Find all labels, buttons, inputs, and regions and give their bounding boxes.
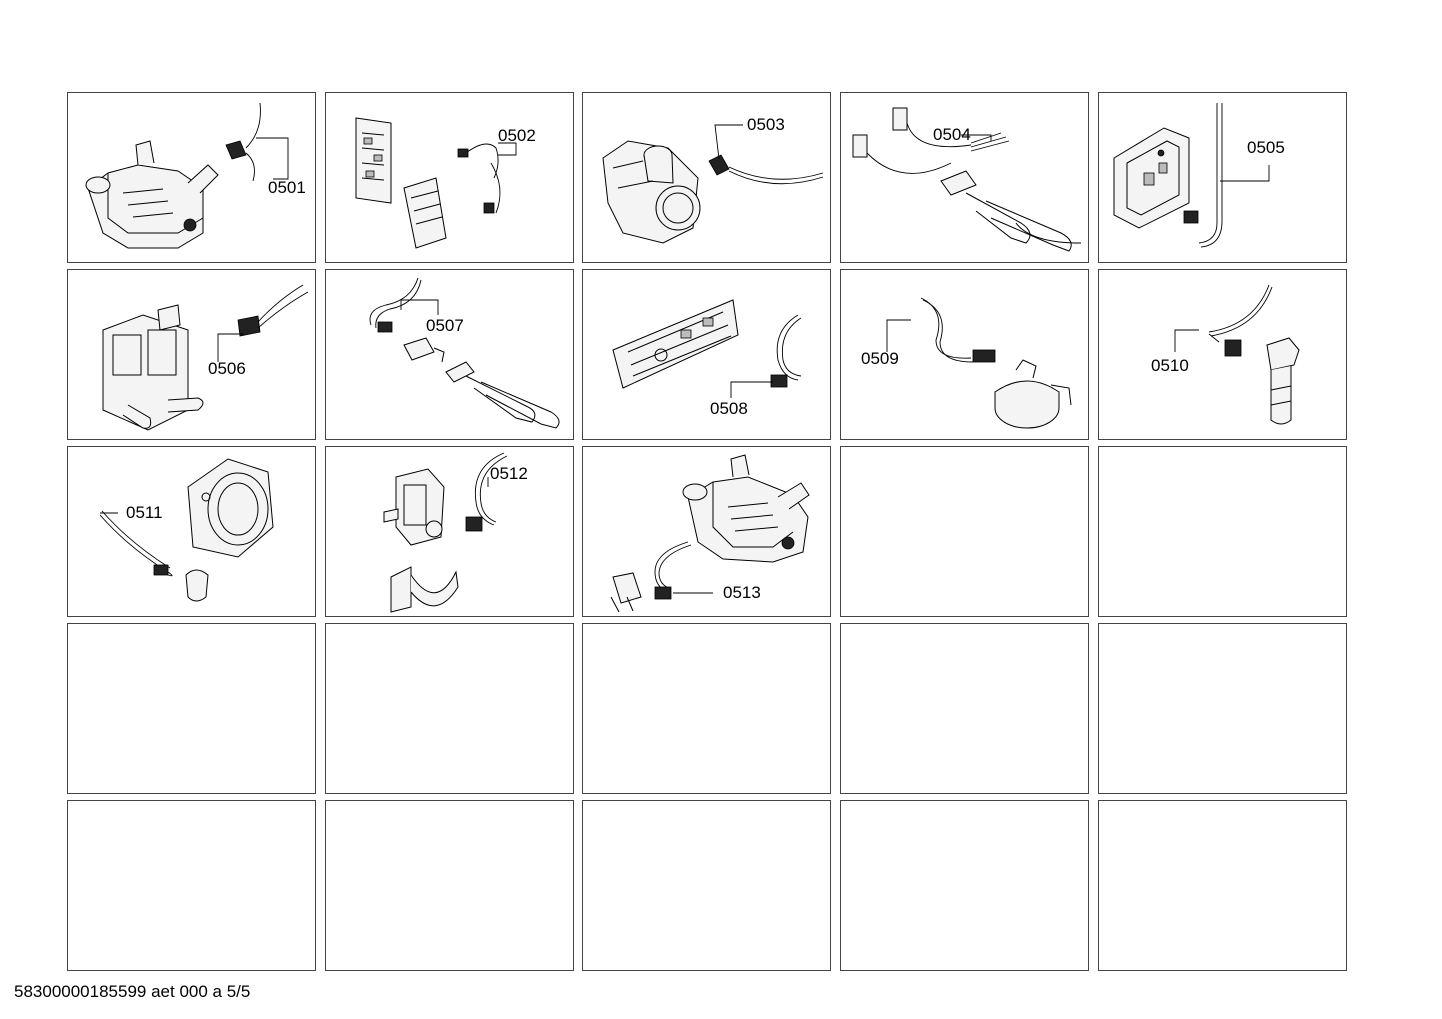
- empty-cell: [840, 446, 1089, 617]
- part-number-label: 0512: [490, 464, 528, 483]
- empty-cell: [67, 623, 316, 794]
- part-cell-0510[interactable]: 0510: [1098, 269, 1347, 440]
- empty-cell: [582, 623, 831, 794]
- part-number-label: 0506: [208, 359, 246, 378]
- part-number-label: 0501: [268, 178, 306, 197]
- control-board-with-harness-icon: [355, 117, 517, 249]
- part-number-label: 0503: [747, 115, 785, 134]
- pump-housing-with-cable-icon: [99, 458, 274, 602]
- document-footer: 58300000185599 aet 000 a 5/5: [14, 982, 251, 1001]
- empty-cell: [325, 623, 574, 794]
- part-number-label: 0511: [126, 503, 163, 522]
- part-cell-0512[interactable]: 0512: [325, 446, 574, 617]
- motor-with-switch-cable-icon: [610, 454, 810, 613]
- part-number-label: 0507: [426, 316, 464, 335]
- part-number-label: 0513: [723, 583, 761, 602]
- empty-cell: [840, 623, 1089, 794]
- display-board-with-cable-icon: [612, 299, 802, 398]
- motor-with-connector-icon: [85, 102, 289, 249]
- pressure-switch-with-cable-icon: [886, 297, 1072, 429]
- sensor-and-heater-harness-icon: [369, 277, 560, 429]
- part-cell-0509[interactable]: 0509: [840, 269, 1089, 440]
- heating-element-with-harness-icon: [852, 107, 1082, 252]
- module-board-with-cable-icon: [1113, 103, 1270, 248]
- empty-cell: [67, 800, 316, 971]
- part-cell-0502[interactable]: 0502: [325, 92, 574, 263]
- valve-and-bracket-with-cable-icon: [383, 452, 508, 613]
- part-cell-0503[interactable]: 0503: [582, 92, 831, 263]
- part-cell-0513[interactable]: 0513: [582, 446, 831, 617]
- part-cell-0508[interactable]: 0508: [582, 269, 831, 440]
- part-number-label: 0509: [861, 349, 899, 368]
- empty-cell: [582, 800, 831, 971]
- empty-cell: [1098, 446, 1347, 617]
- empty-cell: [1098, 623, 1347, 794]
- part-cell-0507[interactable]: 0507: [325, 269, 574, 440]
- part-cell-0511[interactable]: 0511: [67, 446, 316, 617]
- part-number-label: 0504: [933, 125, 971, 144]
- part-number-label: 0508: [710, 399, 748, 418]
- empty-cell: [840, 800, 1089, 971]
- part-cell-0501[interactable]: 0501: [67, 92, 316, 263]
- part-number-label: 0510: [1151, 356, 1189, 375]
- sensor-plug-with-cable-icon: [1174, 284, 1300, 425]
- part-cell-0504[interactable]: 0504: [840, 92, 1089, 263]
- part-cell-0506[interactable]: 0506: [67, 269, 316, 440]
- inlet-valve-with-connector-icon: [102, 284, 309, 431]
- part-cell-0505[interactable]: 0505: [1098, 92, 1347, 263]
- empty-cell: [1098, 800, 1347, 971]
- empty-cell: [325, 800, 574, 971]
- part-number-label: 0505: [1247, 138, 1285, 157]
- drain-pump-with-cable-icon: [602, 124, 824, 244]
- part-number-label: 0502: [498, 126, 536, 145]
